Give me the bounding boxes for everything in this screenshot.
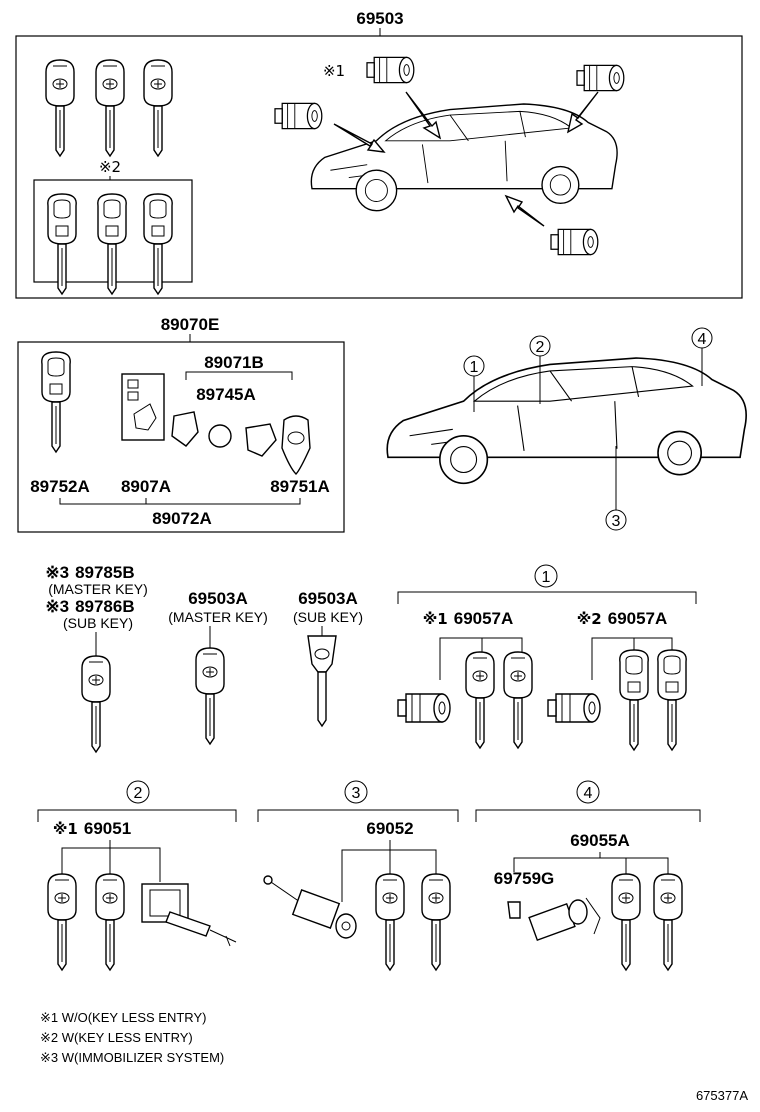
key-icon xyxy=(653,873,683,971)
group-2-number: 2 xyxy=(134,785,143,802)
group-3-leader xyxy=(341,840,437,902)
immobilizer-key-icon xyxy=(81,655,111,753)
sub-key-part: 69503A xyxy=(298,589,358,608)
sub-assembly-bracket xyxy=(185,371,293,380)
main-box xyxy=(15,35,743,299)
group-3-item-1: 69052 xyxy=(366,819,413,838)
ignition-cylinder-icon xyxy=(366,56,415,84)
trunk-cylinder-icon xyxy=(576,64,625,92)
master-key-part: 69503A xyxy=(188,589,248,608)
lock-cylinder-icon xyxy=(397,693,451,723)
sub-key-desc: (SUB KEY) xyxy=(293,609,363,625)
cover-icon xyxy=(245,423,277,457)
battery-label: 89745A xyxy=(196,385,256,404)
group-4-circle xyxy=(576,780,600,804)
key-icon xyxy=(465,651,495,749)
lock-cylinder-icon xyxy=(547,693,601,723)
key-icon xyxy=(421,873,451,971)
note-1: ※1 W/O(KEY LESS ENTRY) xyxy=(40,1010,206,1025)
door-cylinder-icon xyxy=(263,875,357,939)
note-2: ※2 W(KEY LESS ENTRY) xyxy=(40,1030,193,1045)
key-blank-icon xyxy=(41,351,71,453)
door-lock-assembly-icon xyxy=(141,883,237,947)
key-icon xyxy=(47,873,77,971)
note-3: ※3 W(IMMOBILIZER SYSTEM) xyxy=(40,1050,224,1065)
kit-label: 89070E xyxy=(161,315,220,334)
main-part-label: 69503 xyxy=(356,9,403,28)
location-callouts: 1 2 3 4 xyxy=(463,327,713,531)
key-icon xyxy=(45,59,75,157)
arrow-icon xyxy=(333,91,599,227)
fob-key-icon xyxy=(657,649,687,751)
battery-icon xyxy=(208,424,232,448)
key-blank-label: 89752A xyxy=(30,477,90,496)
master-key-desc: (MASTER KEY) xyxy=(168,609,268,625)
group-1-circle xyxy=(534,564,558,588)
callout-3: 3 xyxy=(612,513,621,530)
fob-key-icon xyxy=(97,193,127,295)
key-icon xyxy=(95,873,125,971)
top-mark-1: ※1 xyxy=(323,62,345,80)
diagram-id: 675377A xyxy=(696,1088,748,1103)
key-icon xyxy=(375,873,405,971)
door-cylinder-icon xyxy=(550,228,599,256)
immo-master-desc: (MASTER KEY) xyxy=(48,581,148,597)
fob-key-icon xyxy=(143,193,173,295)
key-icon xyxy=(503,651,533,749)
key-case-label: 8907A xyxy=(121,477,171,496)
kit-box xyxy=(17,341,345,533)
kit-bottom-label: 89072A xyxy=(152,509,212,528)
group-4-number: 4 xyxy=(584,785,593,802)
group-3-bracket xyxy=(257,809,459,822)
group-2-leader xyxy=(61,840,161,882)
trunk-cylinder-icon xyxy=(507,897,601,942)
group-4-item-2: 69759G xyxy=(494,869,555,888)
group-3-number: 3 xyxy=(352,785,361,802)
group-2-circle xyxy=(126,780,150,804)
callout-2: 2 xyxy=(536,339,545,356)
immo-sub-desc: (SUB KEY) xyxy=(63,615,133,631)
door-cylinder-icon xyxy=(274,102,323,130)
location-car-illustration xyxy=(386,357,747,485)
key-shell-label: 89751A xyxy=(270,477,330,496)
fob-key-icon xyxy=(47,193,77,295)
group-4-bracket xyxy=(475,809,701,822)
key-shell-icon xyxy=(281,415,311,475)
top-mark-2: ※2 xyxy=(99,158,121,176)
callout-1: 1 xyxy=(470,359,479,376)
fob-key-icon xyxy=(619,649,649,751)
master-key-icon xyxy=(195,647,225,745)
group-1-bracket xyxy=(397,591,697,604)
key-icon xyxy=(95,59,125,157)
group-3-circle xyxy=(344,780,368,804)
sub-key-icon xyxy=(307,635,337,728)
key-icon xyxy=(611,873,641,971)
key-case-icon xyxy=(121,373,165,441)
callout-4: 4 xyxy=(698,331,707,348)
group-1-number: 1 xyxy=(542,569,551,586)
sub-assembly-label: 89071B xyxy=(204,353,264,372)
group-4-item-1: 69055A xyxy=(570,831,630,850)
key-icon xyxy=(143,59,173,157)
kit-bottom-bracket xyxy=(59,498,301,505)
transmitter-icon xyxy=(171,411,199,447)
group-2-bracket xyxy=(37,809,237,822)
